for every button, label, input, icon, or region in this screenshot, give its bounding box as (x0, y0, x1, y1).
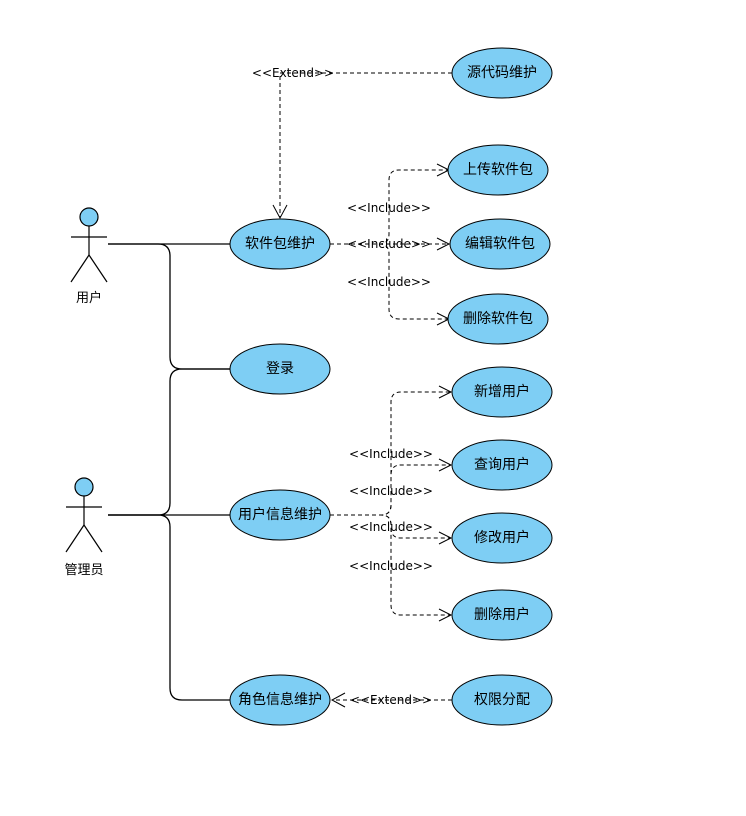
actor-admin-left-leg (65, 524, 85, 553)
use-case-edit-pkg[interactable]: 编辑软件包 (449, 218, 551, 270)
use-case-modify-user[interactable]: 修改用户 (451, 512, 553, 564)
actor-admin-head (74, 477, 94, 497)
use-case-permission-label: 权限分配 (474, 692, 530, 708)
actor-user-right-leg (88, 254, 108, 283)
use-case-delete-user-label: 删除用户 (474, 606, 530, 623)
include-userinfo-add (330, 391, 450, 516)
include-label-query: <<Include>> (349, 484, 433, 498)
use-case-permission[interactable]: 权限分配 (451, 674, 553, 726)
use-case-add-user[interactable]: 新增用户 (451, 366, 553, 418)
use-case-upload-pkg[interactable]: 上传软件包 (447, 144, 549, 196)
include-arrowhead-edit (436, 237, 451, 251)
use-case-edit-pkg-shape (449, 218, 551, 270)
extend-arrowhead-role (330, 692, 346, 708)
use-case-role-info-label: 角色信息维护 (238, 691, 322, 708)
use-case-pkg-maint-label: 软件包维护 (245, 236, 315, 252)
include-label-add: <<Include>> (349, 447, 433, 461)
include-label-delete-pkg: <<Include>> (347, 275, 431, 289)
extend-label-source: <<Extend>> (252, 66, 334, 80)
include-arrowhead-delete-user (438, 608, 453, 622)
use-case-query-user-shape (451, 439, 553, 491)
include-userinfo-delete (330, 514, 450, 616)
include-label-modify: <<Include>> (349, 520, 433, 534)
associations (108, 243, 231, 701)
use-case-add-user-label: 新增用户 (474, 383, 530, 400)
use-case-edit-pkg-label: 编辑软件包 (465, 236, 535, 252)
use-case-source-code[interactable]: 源代码维护 (451, 47, 553, 99)
use-case-upload-pkg-shape (447, 144, 549, 196)
use-case-delete-pkg-shape (447, 293, 549, 345)
assoc-admin-role-info (108, 514, 231, 701)
actor-user-head (79, 207, 99, 227)
use-case-login-shape (229, 343, 331, 395)
include-arrowhead-add (438, 385, 453, 399)
actor-admin-label: 管理员 (64, 563, 103, 578)
include-label-edit: <<Include>> (347, 237, 431, 251)
use-case-pkg-maint-shape (229, 218, 331, 270)
stereotype-labels: <<Extend>> <<Include>> <<Include>> <<Inc… (252, 66, 433, 707)
use-case-user-info[interactable]: 用户信息维护 (229, 489, 331, 541)
use-case-login[interactable]: 登录 (229, 343, 331, 395)
use-case-source-code-shape (451, 47, 553, 99)
actor-admin-right-leg (83, 524, 103, 553)
include-label-delete-user: <<Include>> (349, 559, 433, 573)
use-case-upload-pkg-label: 上传软件包 (463, 162, 533, 178)
use-case-query-user[interactable]: 查询用户 (451, 439, 553, 491)
use-case-permission-shape (451, 674, 553, 726)
extend-source-code-to-pkg (279, 72, 452, 218)
include-pkg-delete (330, 243, 448, 320)
dependencies (272, 72, 453, 708)
assoc-admin-login (108, 368, 231, 516)
extend-arrowhead-pkg (272, 204, 288, 220)
use-case-user-info-label: 用户信息维护 (238, 506, 322, 523)
use-case-modify-user-shape (451, 512, 553, 564)
actor-user[interactable]: 用户 (70, 207, 108, 306)
actor-user-label: 用户 (76, 290, 102, 306)
use-case-add-user-shape (451, 366, 553, 418)
use-case-source-code-label: 源代码维护 (467, 65, 537, 81)
use-case-delete-pkg-label: 删除软件包 (463, 311, 533, 327)
use-case-delete-user-shape (451, 589, 553, 641)
use-case-delete-pkg[interactable]: 删除软件包 (447, 293, 549, 345)
use-case-delete-user[interactable]: 删除用户 (451, 589, 553, 641)
use-case-query-user-label: 查询用户 (474, 456, 530, 473)
assoc-user-login (108, 243, 231, 370)
actor-user-left-leg (70, 254, 90, 283)
use-case-modify-user-label: 修改用户 (474, 529, 530, 546)
use-case-pkg-maint[interactable]: 软件包维护 (229, 218, 331, 270)
actor-admin[interactable]: 管理员 (64, 477, 104, 578)
use-case-login-label: 登录 (266, 361, 294, 377)
extend-label-permission: <<Extend>> (350, 693, 432, 707)
include-arrowhead-modify (438, 531, 453, 545)
use-case-role-info-shape (229, 674, 331, 726)
include-arrowhead-query (438, 458, 453, 472)
use-case-user-info-shape (229, 489, 331, 541)
include-pkg-upload (330, 169, 448, 245)
use-case-role-info[interactable]: 角色信息维护 (229, 674, 331, 726)
include-label-upload: <<Include>> (347, 201, 431, 215)
